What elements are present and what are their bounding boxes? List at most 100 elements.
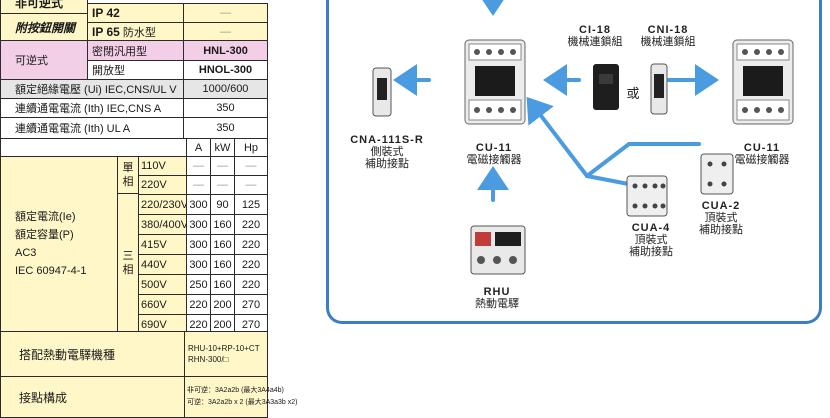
relay-line-2: RHN-300/□ [188,355,229,364]
rating-three-current-a: 300 [186,214,211,235]
rhu-image [470,225,526,275]
cua2-link-d [585,142,631,178]
rating-single-voltage: 220V [138,175,187,195]
rating-three-voltage: 660V [138,294,187,315]
reversible-label: 可逆式 [0,40,88,80]
cu11-right-image [732,39,794,125]
cu11-right-caption: CU-11 電磁接觸器 [727,142,797,166]
rating-labels: 額定電流(Ie) 額定容量(P) AC3 IEC 60947-4-1 [0,156,118,332]
cu11-right-name: 電磁接觸器 [734,154,790,166]
arrow-cua-to-cu [526,96,589,178]
rating-three-voltage: 220/230V [138,194,188,215]
header-spacer [0,138,187,157]
enclosed-type-label: 密閉汎用型 [87,40,184,61]
rating-three-power-hp: 125 [234,194,268,215]
cni18-image [650,63,668,115]
ip65-label: IP 65 [92,24,120,39]
rating-three-voltage: 380/400V [138,214,188,235]
cu11-left-caption: CU-11 電磁接觸器 [459,142,529,166]
cu11-left-name: 電磁接觸器 [466,154,522,166]
rating-single-current-a: — [186,175,211,195]
rating-iec-label: IEC 60947-4-1 [15,265,87,277]
ip65-cell: IP 65 防水型 [87,22,184,41]
rhu-name: 熱動電驛 [475,298,519,310]
rating-single-power-hp: — [234,156,268,176]
cua4-code: CUA-4 [631,222,671,234]
rhu-code: RHU [483,286,511,298]
cua2-code: CUA-2 [701,200,741,212]
accessory-diagram: CI-18 機械連鎖組 CNI-18 機械連鎖組 或 CNA-111S-R 側裝… [326,0,822,324]
rating-three-current-a: 250 [186,274,211,295]
col-header-kw: kW [210,138,235,157]
rating-three-voltage: 500V [138,274,187,295]
ci18-code: CI-18 [579,24,611,36]
rating-three-power-hp: 220 [234,274,268,295]
relay-label: 搭配熱動電驛機種 [0,331,185,377]
cua4-caption: CUA-4 頂裝式 補助接點 [621,222,681,258]
ith-iec-label: 連續通電電流 (Ith) IEC,CNS A [0,98,184,118]
cua4-name-2: 補助接點 [629,246,673,258]
three-phase-label: 三相 [117,193,139,332]
cua4-name-1: 頂裝式 [634,234,668,246]
open-type-label: 開放型 [87,60,184,80]
ith-ul-label: 連續通電電流 (Ith) UL A [0,117,184,139]
cua2-image [700,153,734,195]
diagram-graphics [372,0,794,275]
insulation-label: 額定絕緣電壓 (Ui) IEC,CNS/UL V [0,79,184,99]
contact-config: 非可逆：3A2a2b (最大3A4a4b) 可逆：3A2a2b x 2 (最大3… [184,376,298,418]
rating-ac3-label: AC3 [15,247,37,259]
rating-single-voltage: 110V [138,156,187,176]
enclosed-model: HNL-300 [183,40,268,61]
cni18-code: CNI-18 [647,24,689,36]
rating-three-power-hp: 270 [234,314,268,335]
relay-models: RHU-10+RP-10+CT RHN-300/□ [184,331,268,377]
rating-three-power-kw: 160 [210,254,235,275]
rating-three-power-hp: 220 [234,234,268,255]
rating-single-power-kw: — [210,156,235,176]
rating-three-power-kw: 160 [210,214,235,235]
rating-three-power-kw: 90 [210,194,235,215]
rating-three-power-hp: 270 [234,294,268,315]
open-model: HNOL-300 [183,60,268,80]
rating-three-voltage: 440V [138,254,187,275]
rating-three-current-a: 300 [186,254,211,275]
cu11-left-code: CU-11 [475,142,513,154]
rating-single-power-kw: — [210,175,235,195]
ith-iec-value: 350 [183,98,268,118]
rating-single-power-hp: — [234,175,268,195]
non-reversible-label: 非可逆式 [0,0,88,14]
ci18-image [593,64,619,110]
cua2-name-1: 頂裝式 [704,212,738,224]
rating-three-power-kw: 160 [210,274,235,295]
ith-ul-value: 350 [183,117,268,139]
ip42-value: — [183,3,268,23]
rating-three-voltage: 415V [138,234,187,255]
cua2-name-2: 補助接點 [699,224,743,236]
cni18-name: 機械連鎖組 [640,36,696,48]
ip65-suffix: 防水型 [122,26,156,39]
rating-three-current-a: 220 [186,294,211,315]
rating-current-label: 額定電流(Ie) [15,211,76,223]
ip42-label: IP 42 [87,3,184,23]
rating-three-current-a: 300 [186,234,211,255]
cua4-image [626,175,668,217]
relay-line-1: RHU-10+RP-10+CT [188,344,260,353]
rating-three-power-kw: 200 [210,294,235,315]
rating-three-power-kw: 200 [210,314,235,335]
contact-line-1: 非可逆：3A2a2b (最大3A4a4b) [187,387,284,394]
rating-three-power-kw: 160 [210,234,235,255]
col-header-hp: Hp [234,138,268,157]
cna-name-2: 補助接點 [365,158,409,170]
single-phase-label: 單相 [117,156,139,194]
contact-line-2: 可逆：3A2a2b x 2 (最大3A3a3b x2) [187,399,298,406]
ci18-caption: CI-18 機械連鎖組 [565,24,625,48]
cna-caption: CNA-111S-R 側裝式 補助接點 [337,134,437,170]
rating-three-power-hp: 220 [234,254,268,275]
cna-code: CNA-111S-R [350,134,424,146]
ci18-name: 機械連鎖組 [567,36,623,48]
contact-label: 接點構成 [0,376,185,418]
rating-capacity-label: 額定容量(P) [15,229,74,241]
cni18-caption: CNI-18 機械連鎖組 [635,24,701,48]
or-text: 或 [626,86,640,101]
cna-image [372,67,392,117]
